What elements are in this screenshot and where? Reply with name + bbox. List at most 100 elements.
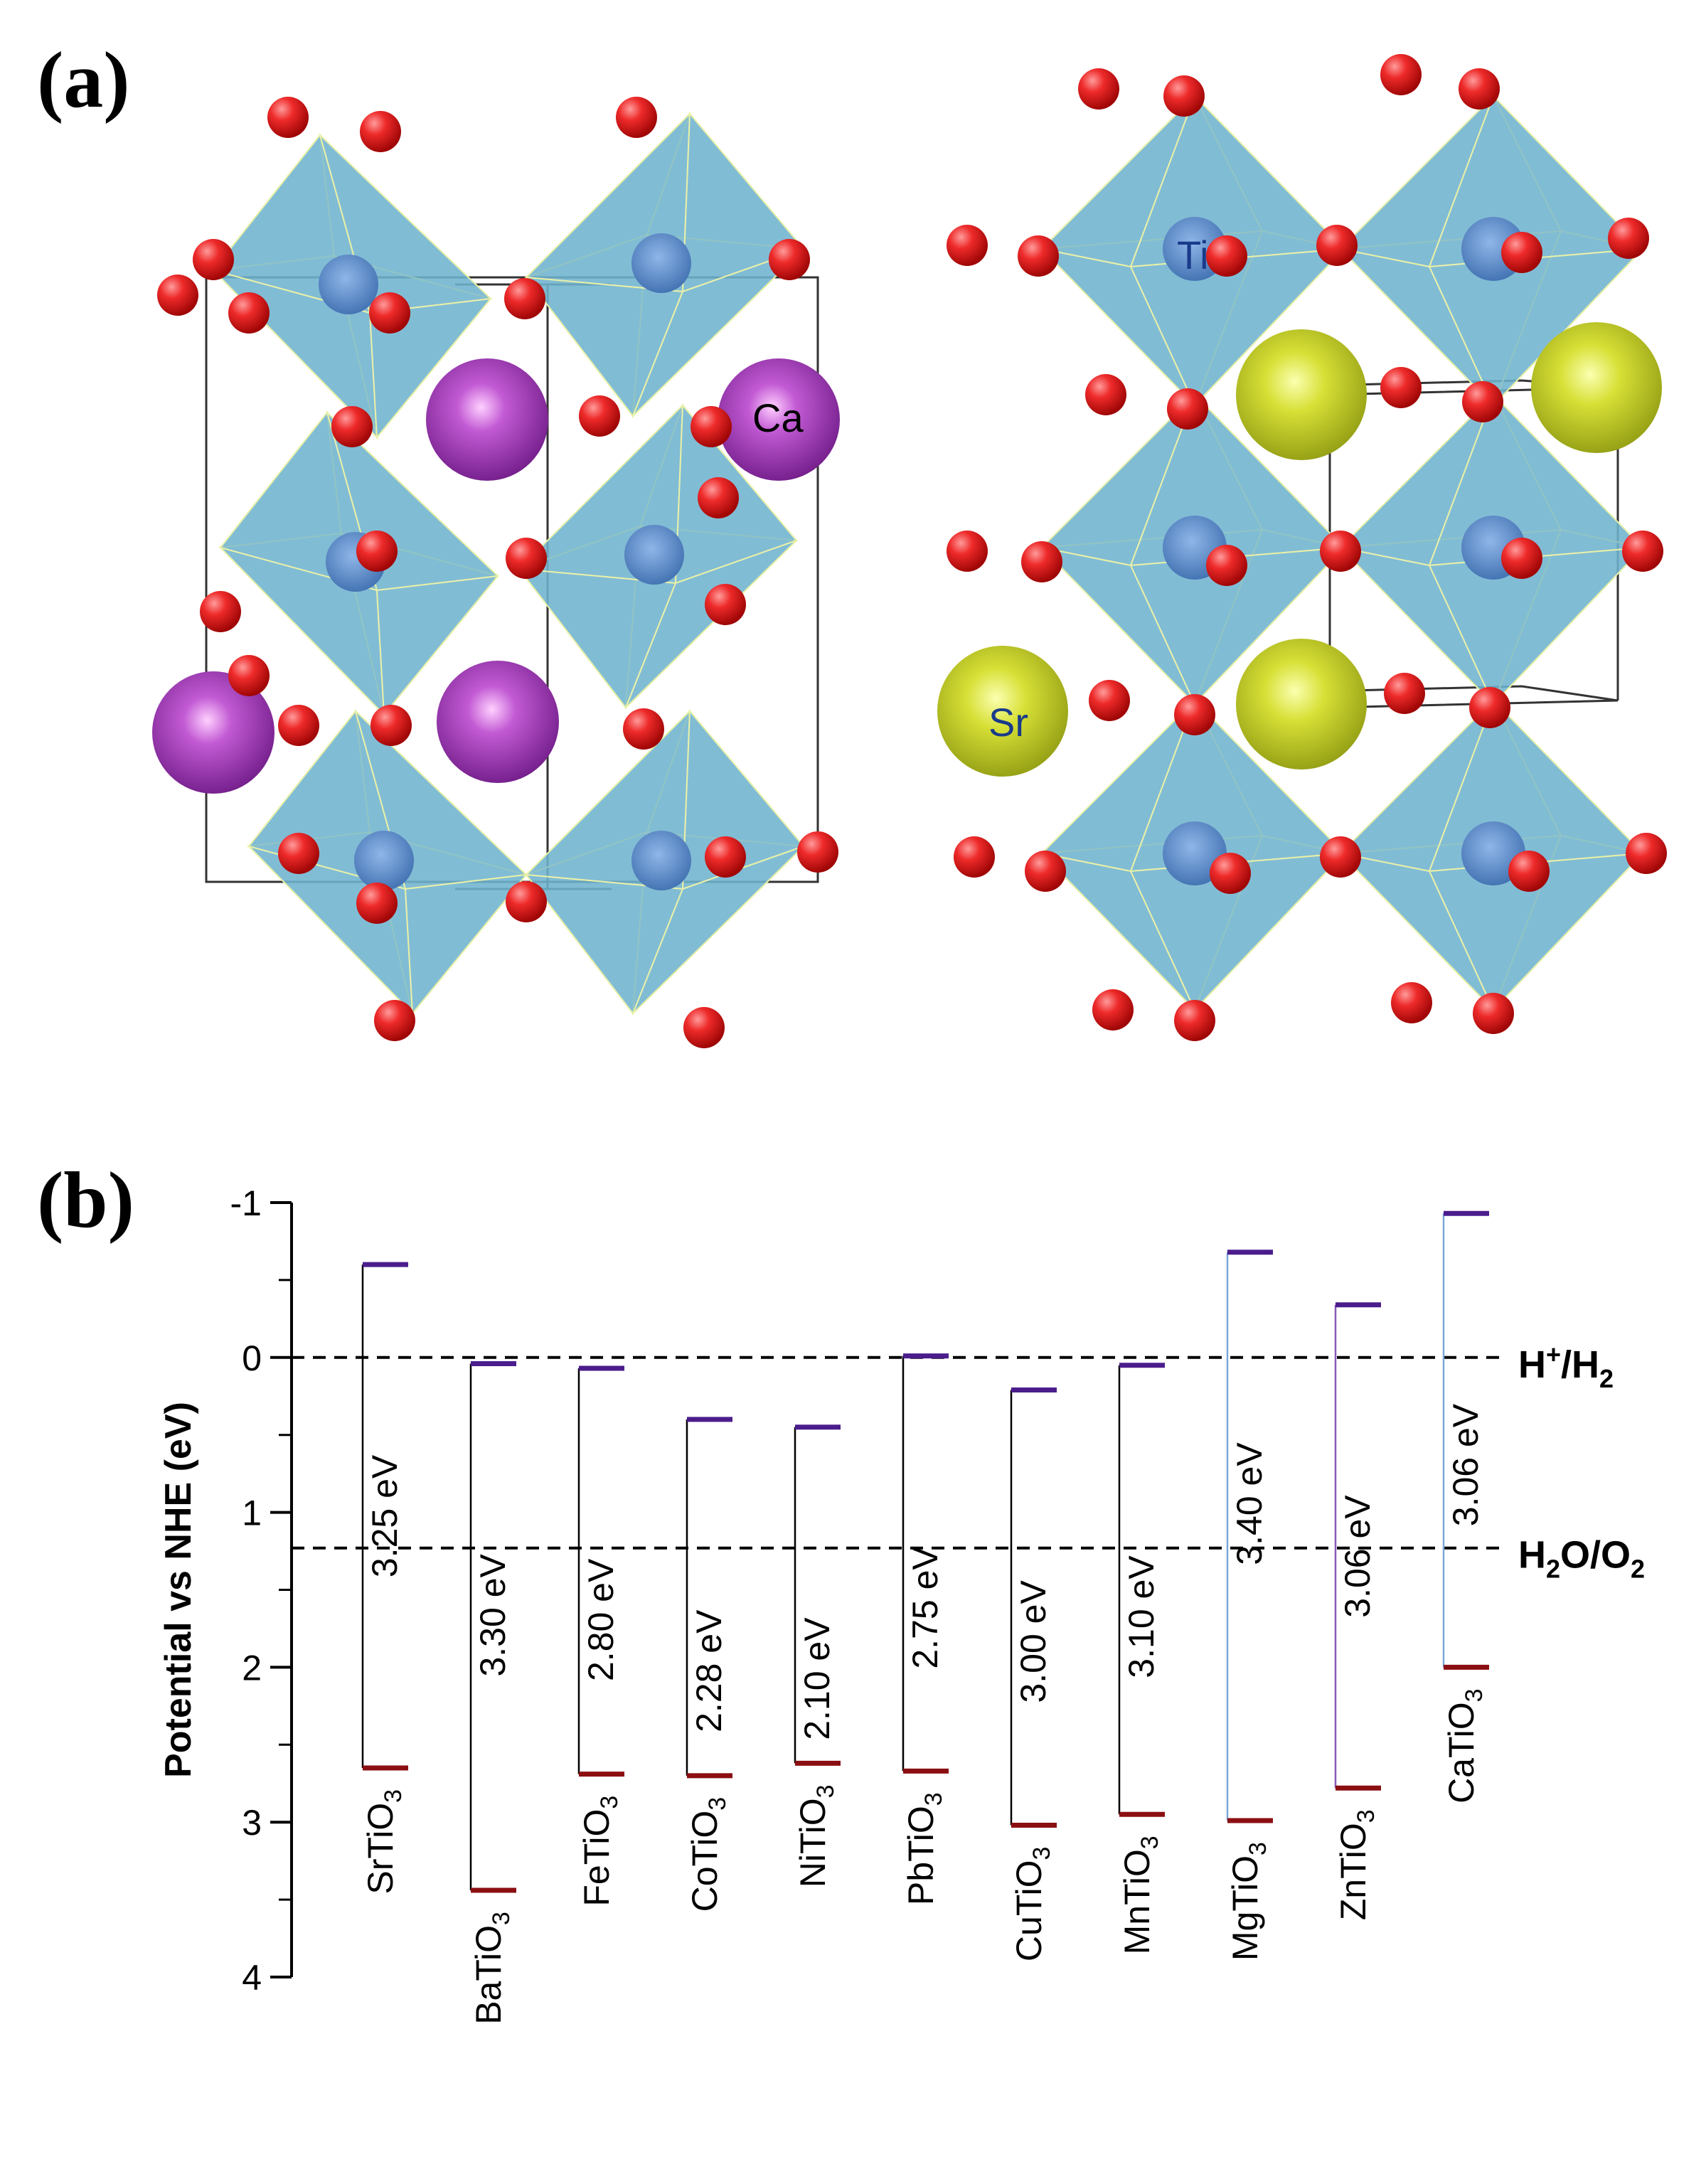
calcium-label: Ca	[752, 395, 804, 440]
oxygen-atom	[705, 836, 746, 878]
band-gap-label: 2.75 eV	[905, 1546, 945, 1669]
oxygen-atom	[1163, 75, 1205, 117]
y-tick-label: 3	[242, 1803, 262, 1843]
titanium-atom	[631, 831, 691, 890]
material-label: NiTiO3	[793, 1784, 839, 1887]
oxygen-atom	[579, 395, 620, 437]
y-tick-label: 2	[242, 1648, 262, 1688]
oxygen-atom	[1320, 836, 1361, 878]
y-tick-label: 1	[242, 1493, 262, 1533]
strontium-atom	[1236, 329, 1367, 460]
strontium-atom	[1531, 322, 1662, 453]
y-tick-label: -1	[230, 1183, 262, 1223]
octahedron-face	[625, 540, 797, 708]
material-label: CaTiO3	[1441, 1688, 1488, 1804]
band-gap-label: 2.28 eV	[689, 1609, 729, 1732]
panel-label-b: (b)	[37, 1156, 134, 1245]
material-band-group: 3.25 eV SrTiO3	[361, 1262, 408, 1895]
oxygen-atom	[369, 292, 410, 334]
titanium-atom	[319, 255, 378, 314]
oxygen-atom	[356, 883, 398, 924]
calcium-atom	[152, 671, 274, 794]
oxygen-atom	[1025, 851, 1066, 892]
calcium-atom	[426, 358, 548, 481]
octahedron-face	[368, 297, 493, 440]
octahedron-face	[1428, 699, 1645, 873]
oxygen-atom	[1391, 982, 1432, 1023]
oxygen-atom	[1501, 538, 1542, 579]
oxygen-atom	[267, 97, 309, 138]
oxygen-atom	[698, 477, 739, 518]
oxygen-atom	[1085, 374, 1126, 415]
right-oxygen-atoms	[947, 54, 1667, 1041]
oxygen-atom	[1167, 388, 1208, 430]
oxygen-atom	[278, 705, 319, 746]
octahedron-face	[524, 276, 684, 418]
octahedron-face	[404, 873, 528, 1016]
strontium-label: Sr	[988, 700, 1028, 745]
oxygen-atom	[1501, 232, 1542, 273]
strontium-atom	[937, 646, 1068, 777]
titanium-atom	[631, 233, 691, 293]
oxygen-atom	[797, 831, 838, 873]
oxygen-atom	[1174, 694, 1215, 735]
octahedron-face	[375, 575, 500, 717]
band-gap-label: 3.30 eV	[473, 1553, 513, 1676]
catio3-crystal-structure: Ca	[152, 97, 840, 1048]
oxygen-atom	[370, 705, 412, 746]
oxygen-atom	[228, 292, 270, 334]
right-octahedron	[1338, 393, 1646, 705]
titanium-atom	[354, 831, 414, 890]
oxygen-atom	[1380, 54, 1422, 95]
oxygen-atom	[200, 591, 241, 632]
panel-label-a: (a)	[37, 36, 130, 124]
oxygen-atom	[374, 1000, 415, 1041]
oxygen-atom	[228, 655, 270, 696]
octahedron-face	[632, 248, 804, 417]
material-label: MnTiO3	[1117, 1836, 1163, 1954]
band-gap-label: 3.25 eV	[365, 1454, 405, 1577]
material-label: ZnTiO3	[1333, 1809, 1380, 1920]
band-gap-label: 3.40 eV	[1230, 1442, 1269, 1565]
oxygen-atom	[1380, 367, 1422, 408]
y-tick-label: 0	[242, 1338, 262, 1378]
oxygen-atom	[1210, 853, 1251, 894]
strontium-atom	[1236, 639, 1367, 769]
oxygen-atom	[506, 538, 547, 579]
oxygen-atom	[1608, 218, 1649, 259]
oxygen-atom	[1018, 235, 1059, 277]
oxygen-atom	[1459, 68, 1500, 110]
oxygen-atom	[1092, 989, 1134, 1030]
right-octahedron	[1040, 95, 1347, 407]
titanium-atom	[624, 525, 684, 585]
oxygen-atom	[506, 881, 547, 922]
oxygen-atom	[623, 708, 664, 750]
material-label: BaTiO3	[469, 1912, 515, 2025]
material-label: SrTiO3	[361, 1789, 407, 1895]
oxygen-atom	[1469, 687, 1510, 728]
material-label: CoTiO3	[685, 1797, 731, 1912]
y-tick-label: 4	[242, 1958, 262, 1998]
oxygen-atom	[1089, 680, 1130, 721]
oxygen-atom	[1626, 833, 1667, 874]
strontium-atoms	[937, 322, 1662, 777]
oxygen-atom	[947, 225, 988, 266]
h-plus-h2-label: H+/H2	[1518, 1340, 1614, 1393]
material-label: FeTiO3	[577, 1796, 623, 1907]
oxygen-atom	[769, 239, 810, 280]
band-gap-label: 3.00 eV	[1013, 1580, 1053, 1703]
oxygen-atom	[954, 836, 995, 878]
octahedron-face	[632, 846, 804, 1014]
band-gap-label: 3.06 eV	[1446, 1403, 1486, 1526]
material-label: PbTiO3	[901, 1792, 947, 1905]
oxygen-atom	[1078, 68, 1119, 110]
left-oxygen-atoms	[157, 97, 838, 1048]
